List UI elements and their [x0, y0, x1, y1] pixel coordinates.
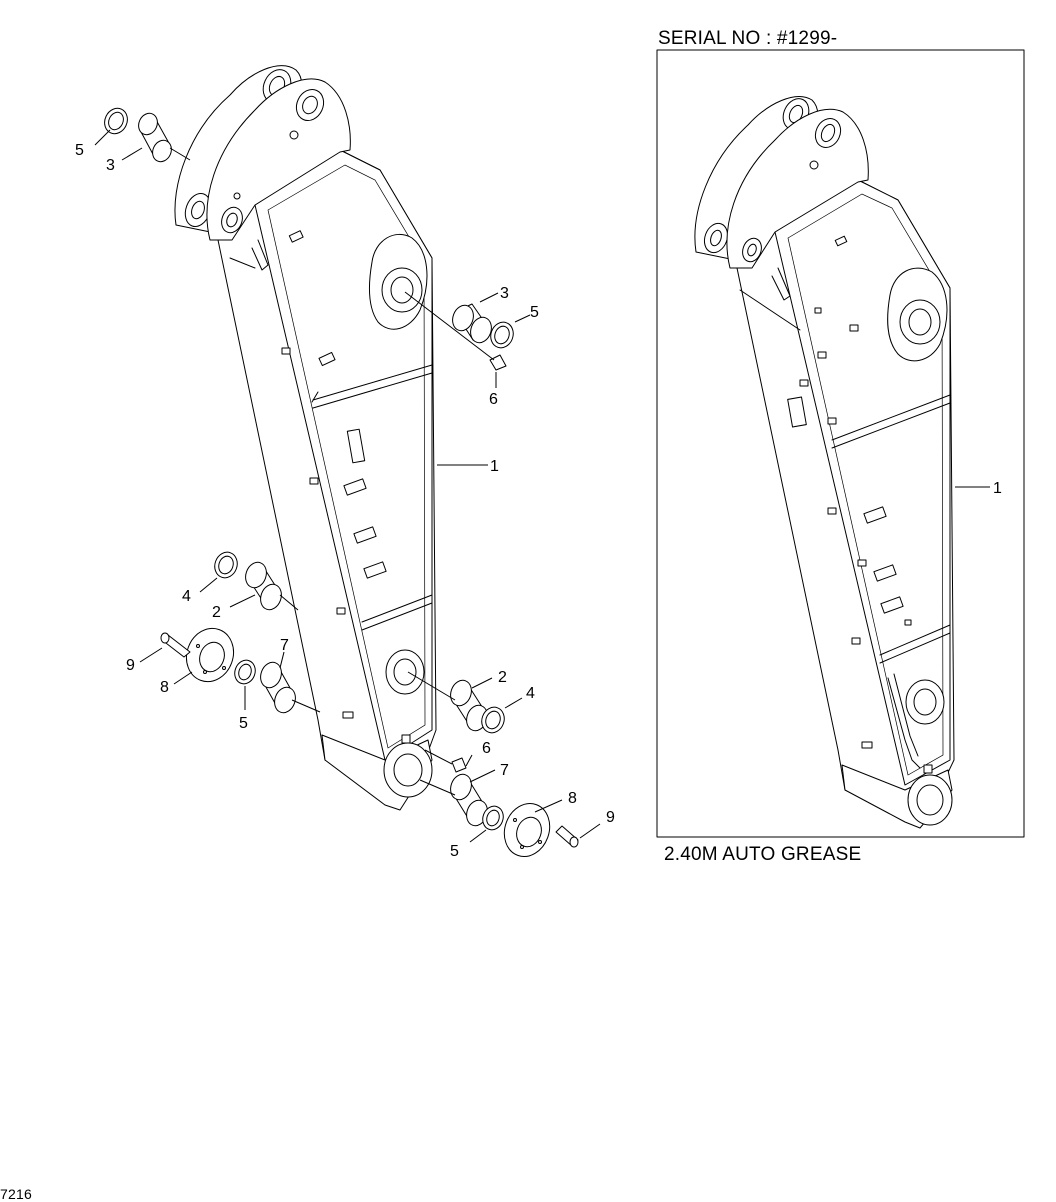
callout-8: 8: [568, 790, 577, 807]
part-bushing-7-left: [260, 661, 296, 714]
part-bushing-7-right: [450, 773, 488, 827]
part-bolt-9-left: [160, 632, 191, 658]
callout-6: 6: [489, 391, 498, 408]
part-bolt-9-right: [555, 825, 579, 848]
part-seal-5-lowleft: [234, 659, 256, 685]
callout-3: 3: [500, 285, 509, 302]
callout-2: 2: [498, 669, 507, 686]
callout-6: 6: [482, 740, 491, 757]
callout-5: 5: [239, 715, 248, 732]
part-seal-5-top: [104, 107, 128, 135]
part-bushing-3-right: [452, 303, 492, 344]
leader-lines-left: [94, 129, 601, 843]
variant-frame: [656, 49, 1025, 838]
callout-9: 9: [606, 809, 615, 826]
part-grease-fitting-6-top: [489, 354, 507, 371]
arm-assembly-left: [174, 65, 437, 811]
part-bushing-3-top: [138, 112, 172, 163]
callout-5: 5: [450, 843, 459, 860]
serial-number-label: SERIAL NO : #1299-: [658, 28, 838, 49]
arm-top-boss-front: [206, 78, 351, 241]
arm-assembly-right: [694, 96, 955, 829]
page-code: 7216: [0, 1186, 32, 1202]
callouts-left: 1 2 2 3 3 4 4 5 5 5 5 6 6 7 7 8 8 9 9: [75, 142, 615, 860]
callout-4: 4: [526, 685, 535, 702]
part-seal-5-lowright: [482, 805, 504, 831]
callout-4: 4: [182, 588, 191, 605]
callout-7: 7: [280, 637, 289, 654]
callout-5: 5: [75, 142, 84, 159]
callout-1: 1: [490, 458, 499, 475]
part-seal-4-lowright: [481, 706, 505, 734]
part-seal-5-right: [490, 321, 514, 349]
callout-7: 7: [500, 762, 509, 779]
callout-3: 3: [106, 157, 115, 174]
callout-8: 8: [160, 679, 169, 696]
part-plate-8-right: [503, 803, 551, 857]
callout-1: 1: [993, 480, 1002, 497]
callout-5: 5: [530, 304, 539, 321]
part-plate-8-left: [185, 627, 235, 683]
callout-9: 9: [126, 657, 135, 674]
part-grease-fitting-6-low: [451, 757, 467, 773]
part-bushing-2-mid: [245, 561, 282, 611]
part-bushing-2-lowright: [450, 679, 488, 732]
variant-caption: 2.40M AUTO GREASE: [664, 844, 862, 865]
part-seal-4-mid: [214, 551, 238, 579]
callout-2: 2: [212, 604, 221, 621]
